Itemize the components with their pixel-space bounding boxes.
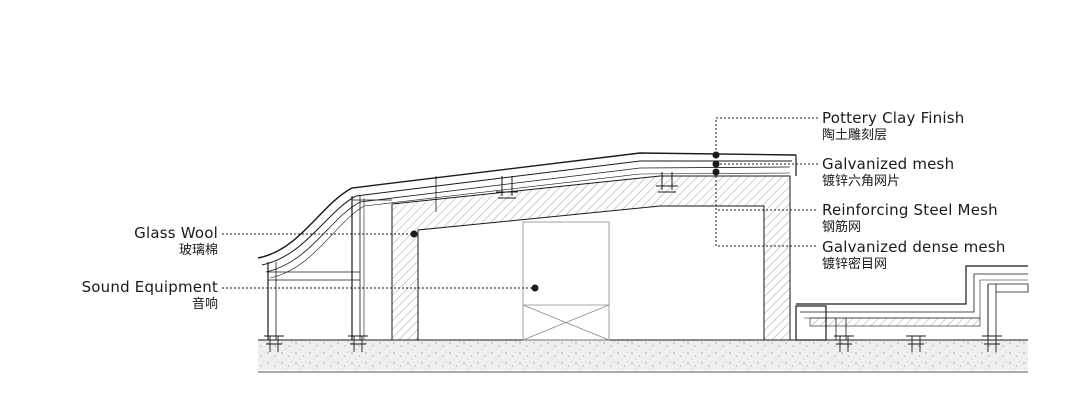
callout-zh: 陶土雕刻层	[822, 128, 888, 143]
callout-pottery-clay: Pottery Clay Finish 陶土雕刻层	[822, 109, 965, 143]
dot-pottery	[712, 151, 720, 159]
roof-anchors	[496, 172, 678, 199]
leader-lines	[222, 117, 818, 289]
roof-shell	[257, 152, 797, 279]
callout-zh: 玻璃棉	[178, 243, 218, 258]
right-low-structure	[795, 265, 1029, 341]
callout-en: Sound Equipment	[81, 278, 218, 296]
callout-zh: 音响	[191, 297, 218, 312]
concrete-shell	[391, 175, 791, 341]
callout-galvanized-mesh: Galvanized mesh 镀锌六角网片	[822, 155, 955, 189]
callout-en: Reinforcing Steel Mesh	[822, 201, 998, 219]
ground-slab	[258, 339, 1028, 373]
dot-galv-mesh	[712, 160, 720, 168]
foundation-bolts	[264, 335, 1002, 352]
callout-en: Galvanized mesh	[822, 155, 955, 173]
callout-reinforcing-steel: Reinforcing Steel Mesh 钢筋网	[822, 201, 998, 235]
dot-glass-wool	[410, 230, 418, 238]
callout-en: Glass Wool	[134, 224, 218, 242]
left-steel-frame	[267, 196, 392, 340]
callout-galvanized-dense: Galvanized dense mesh 镀锌密目网	[822, 238, 1006, 272]
dot-sound	[531, 284, 539, 292]
callout-zh: 镀锌密目网	[822, 257, 888, 272]
callout-glass-wool: Glass Wool 玻璃棉	[134, 224, 218, 258]
callout-sound-equipment: Sound Equipment 音响	[81, 278, 218, 312]
leader-dots	[410, 151, 720, 292]
sound-equipment-frame	[522, 221, 610, 341]
callout-zh: 镀锌六角网片	[822, 174, 901, 189]
callout-en: Galvanized dense mesh	[822, 238, 1006, 256]
dot-reinforcing	[712, 168, 720, 176]
callout-zh: 钢筋网	[822, 220, 862, 235]
callout-en: Pottery Clay Finish	[822, 109, 965, 127]
